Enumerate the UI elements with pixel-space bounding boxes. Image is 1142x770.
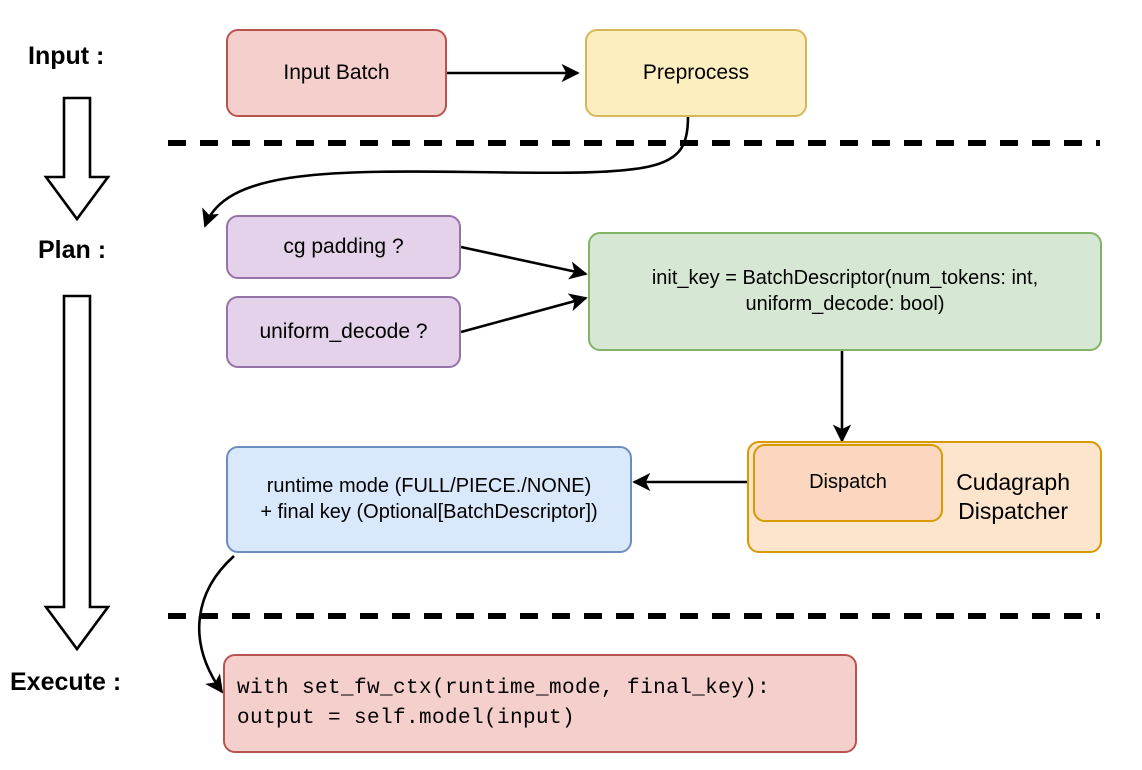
stage-label-execute: Execute : <box>10 668 122 696</box>
edge-preprocess-to-cg-padding <box>202 116 690 228</box>
edge-cg-padding-to-init-key <box>460 245 588 280</box>
node-execute-code[interactable]: with set_fw_ctx(runtime_mode, final_key)… <box>223 654 857 753</box>
node-runtime-mode[interactable]: runtime mode (FULL/PIECE./NONE) + final … <box>226 446 632 553</box>
stage-arrow-input-to-plan <box>43 96 111 222</box>
stage-arrow-plan-to-execute <box>43 294 111 652</box>
stage-label-input: Input : <box>28 42 105 70</box>
node-init-key[interactable]: init_key = BatchDescriptor(num_tokens: i… <box>588 232 1102 351</box>
node-cg-padding[interactable]: cg padding ? <box>226 215 461 279</box>
node-input-batch[interactable]: Input Batch <box>226 29 447 117</box>
node-dispatch[interactable]: Dispatch <box>753 444 943 522</box>
edge-uniform-decode-to-init-key <box>460 293 588 334</box>
node-uniform-decode[interactable]: uniform_decode ? <box>226 296 461 368</box>
stage-label-plan: Plan : <box>38 236 107 264</box>
node-preprocess[interactable]: Preprocess <box>585 29 807 117</box>
